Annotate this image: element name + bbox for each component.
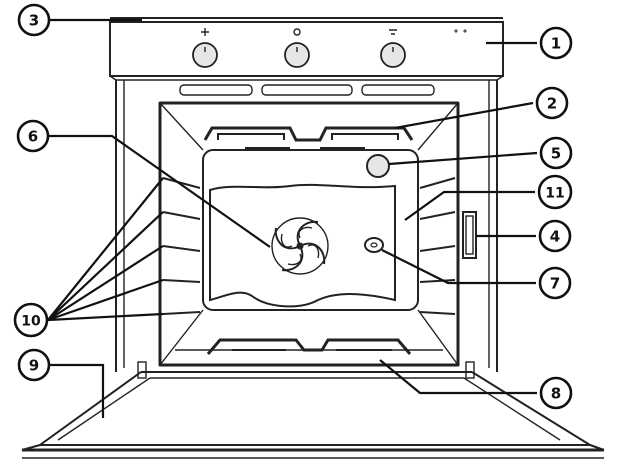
shelf-guides-left [162, 177, 201, 315]
callout-6: 6 [16, 119, 50, 153]
oven-body [109, 17, 504, 372]
indicator-lights [454, 29, 467, 33]
leader-8 [379, 359, 537, 395]
top-heating-element [203, 126, 414, 149]
bottom-heating-element [206, 338, 412, 355]
callout-4: 4 [538, 219, 572, 253]
callout-9-label: 9 [29, 357, 39, 375]
leader-lines [47, 18, 538, 418]
callout-3: 3 [17, 3, 51, 37]
knob-right [380, 29, 406, 68]
callout-4-label: 4 [550, 228, 560, 246]
oven-door [21, 361, 605, 459]
control-panel [109, 21, 504, 77]
callout-5-label: 5 [551, 145, 561, 163]
door-hinge-right [465, 361, 475, 379]
door-hinge-left [137, 361, 147, 379]
back-wall [202, 149, 419, 311]
callout-7-label: 7 [550, 275, 560, 293]
callout-6-label: 6 [28, 128, 38, 146]
callout-1-label: 1 [551, 35, 561, 53]
callout-2-label: 2 [547, 95, 557, 113]
leader-10-fan [47, 177, 164, 322]
callout-7: 7 [538, 266, 572, 300]
rating-plate [462, 211, 477, 259]
callout-8-label: 8 [551, 385, 561, 403]
callout-1: 1 [539, 26, 573, 60]
callout-10: 10 [13, 302, 49, 338]
leader-6 [48, 134, 271, 248]
leader-2 [394, 101, 534, 130]
leader-9 [49, 363, 105, 418]
callout-10-label: 10 [21, 314, 41, 330]
control-knobs [192, 28, 467, 68]
shelf-guides-right [419, 177, 456, 315]
shelf-guides [162, 177, 456, 315]
callout-11: 11 [537, 174, 573, 210]
fan [271, 217, 329, 275]
leader-11 [404, 190, 535, 221]
leader-5 [388, 151, 538, 166]
rear-lamp [364, 237, 384, 253]
callout-5: 5 [539, 136, 573, 170]
knob-left [192, 28, 218, 68]
callout-3-label: 3 [29, 12, 39, 30]
callout-9: 9 [17, 348, 51, 382]
oven-cavity [158, 101, 460, 367]
oven-light [366, 154, 390, 178]
leader-7 [381, 249, 536, 285]
callout-2: 2 [535, 86, 569, 120]
knob-middle [284, 28, 310, 68]
callout-11-label: 11 [545, 186, 564, 202]
callout-8: 8 [539, 376, 573, 410]
callouts: 1 2 3 4 5 6 7 8 [13, 3, 573, 410]
rear-panel [209, 183, 396, 308]
